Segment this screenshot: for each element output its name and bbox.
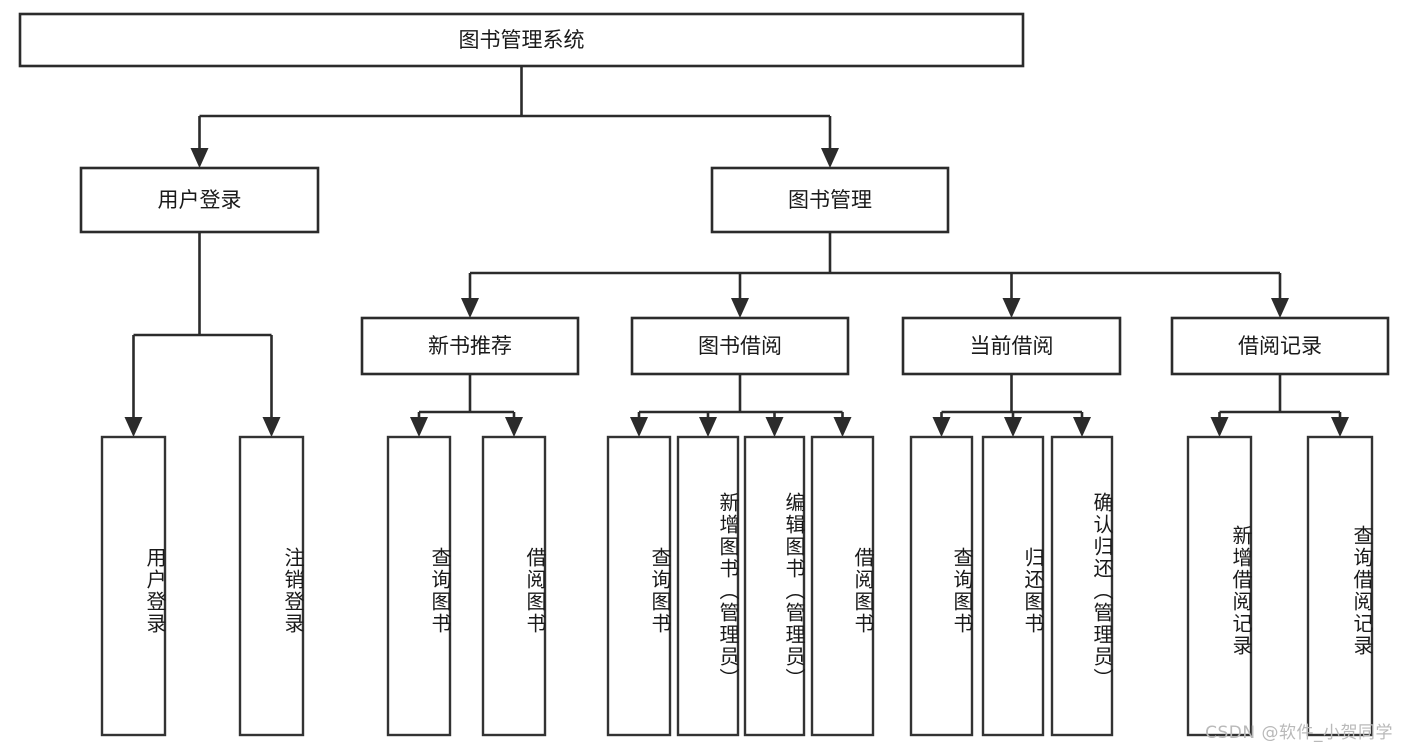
module-图书借阅-branch-arrow-2-head — [765, 417, 784, 437]
leaf-node-box-查询图书[interactable] — [606, 435, 672, 737]
root-branch-arrow-0-head — [190, 148, 209, 168]
book-mgmt-branch-arrow-2-head — [1002, 298, 1021, 318]
leaf-node-box-查询借阅记录[interactable] — [1306, 435, 1374, 737]
module-当前借阅-branch-arrow-1-head — [1004, 417, 1022, 437]
module-新书推荐-branch-arrow-0-head — [410, 417, 428, 437]
book-mgmt-branch-arrow-1-head — [731, 298, 749, 318]
leaf-node-box-新增借阅记录[interactable] — [1186, 435, 1253, 737]
leaf-node-box-新增图书管理员[interactable] — [676, 435, 740, 737]
root-branch-arrow-1-head — [821, 148, 839, 168]
leaf-node-box-借阅图书[interactable] — [810, 435, 875, 737]
level3-node-label-借阅记录: 借阅记录 — [1238, 334, 1322, 358]
root-node-label-图书管理系统: 图书管理系统 — [459, 28, 585, 52]
leaf-node-box-确认归还管理员[interactable] — [1050, 435, 1114, 737]
connector-layer — [124, 66, 1349, 437]
level2-node-box-用户登录[interactable] — [79, 166, 320, 234]
level3-node-box-当前借阅[interactable] — [901, 316, 1122, 376]
level2-node-label-图书管理: 图书管理 — [788, 188, 872, 212]
level3-node-label-当前借阅: 当前借阅 — [970, 334, 1054, 358]
node-box-layer — [18, 12, 1390, 737]
leaf-node-box-归还图书[interactable] — [981, 435, 1045, 737]
leaf-node-box-借阅图书[interactable] — [481, 435, 547, 737]
module-图书借阅-branch-arrow-0-head — [630, 417, 648, 437]
module-借阅记录-branch-arrow-0-head — [1210, 417, 1229, 437]
level3-node-label-新书推荐: 新书推荐 — [428, 334, 512, 358]
user-login-branch-arrow-1-head — [262, 417, 281, 437]
level3-node-box-借阅记录[interactable] — [1170, 316, 1390, 376]
book-mgmt-branch-arrow-0-head — [461, 298, 479, 318]
watermark: CSDN @软件_小贺同学 — [1205, 723, 1393, 743]
level2-node-box-图书管理[interactable] — [710, 166, 950, 234]
level3-node-box-新书推荐[interactable] — [360, 316, 580, 376]
module-当前借阅-branch-arrow-0-head — [932, 417, 951, 437]
level3-node-box-图书借阅[interactable] — [630, 316, 850, 376]
module-图书借阅-branch-arrow-3-head — [833, 417, 852, 437]
module-借阅记录-branch-arrow-1-head — [1331, 417, 1349, 437]
module-当前借阅-branch-arrow-2-head — [1073, 417, 1091, 437]
leaf-node-box-编辑图书管理员[interactable] — [743, 435, 806, 737]
module-新书推荐-branch-arrow-1-head — [505, 417, 523, 437]
leaf-node-box-查询图书[interactable] — [386, 435, 452, 737]
user-login-branch-arrow-0-head — [124, 417, 143, 437]
module-图书借阅-branch-arrow-1-head — [699, 417, 717, 437]
book-mgmt-branch-arrow-3-head — [1271, 298, 1289, 318]
leaf-node-box-查询图书[interactable] — [909, 435, 974, 737]
level2-node-label-用户登录: 用户登录 — [158, 188, 242, 212]
leaf-node-box-注销登录[interactable] — [238, 435, 305, 737]
level3-node-label-图书借阅: 图书借阅 — [698, 334, 782, 358]
leaf-node-box-用户登录[interactable] — [100, 435, 167, 737]
root-node-box-图书管理系统[interactable] — [18, 12, 1025, 68]
